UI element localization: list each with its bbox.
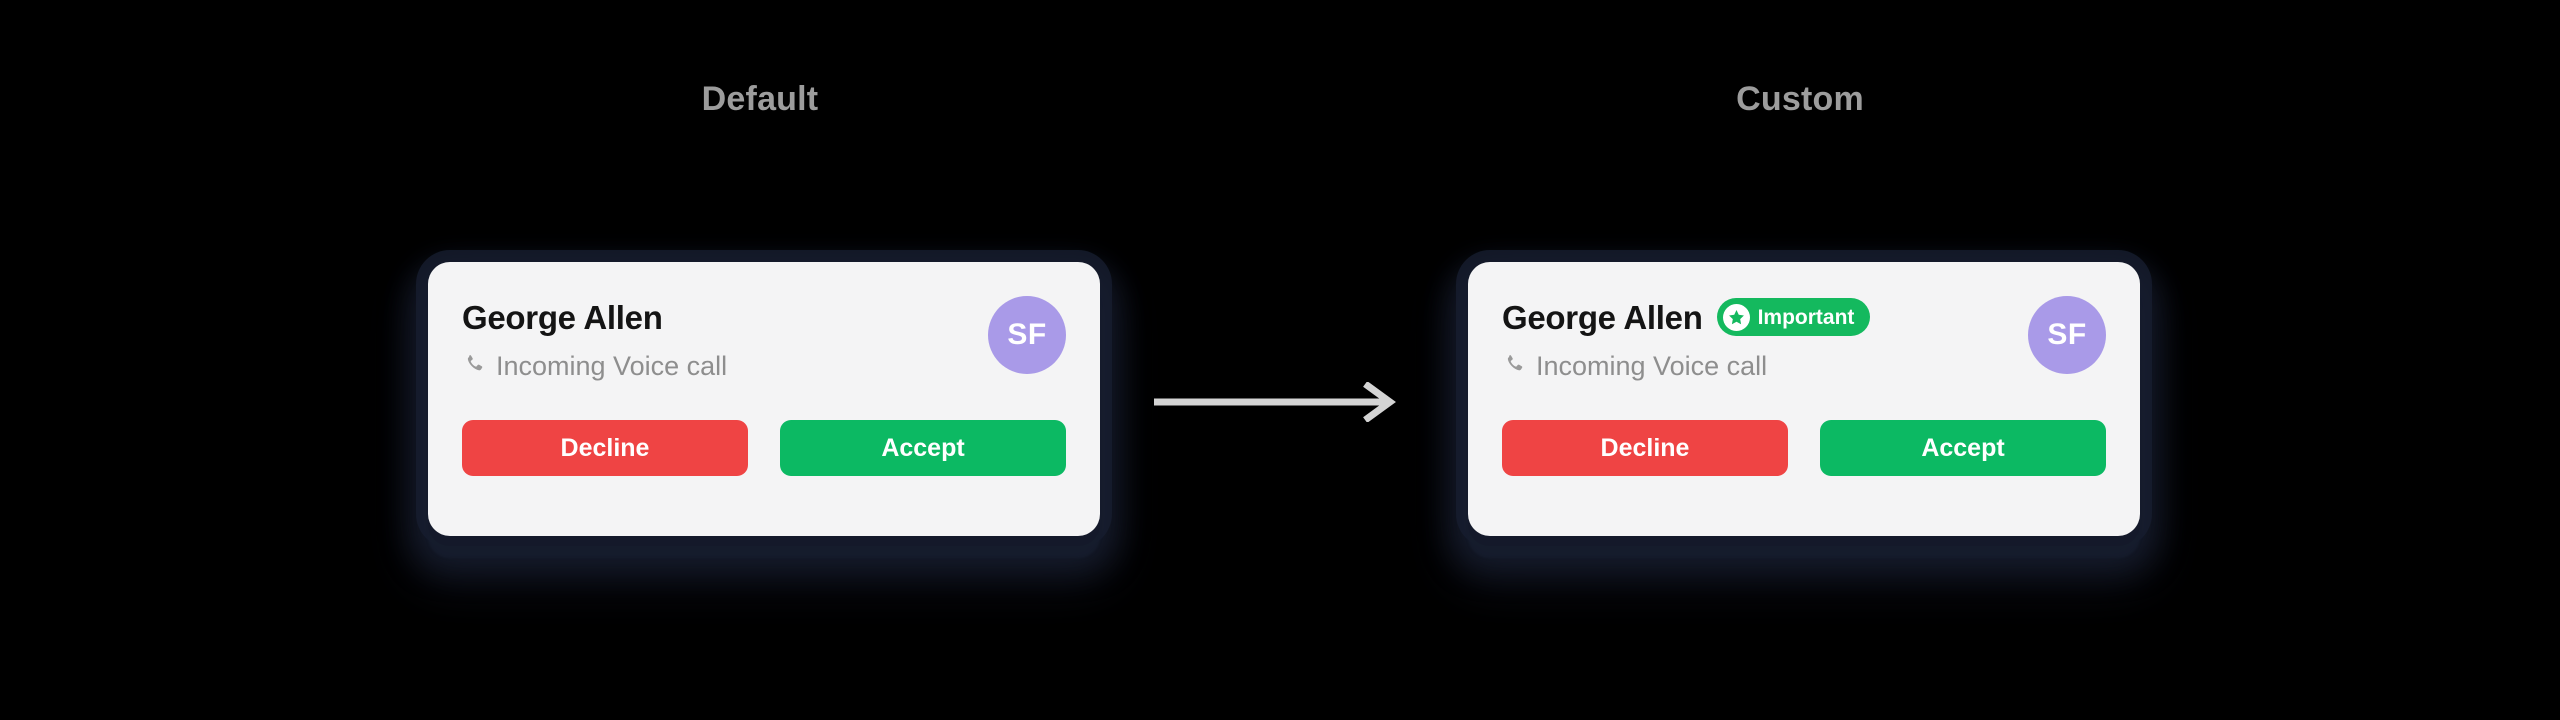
call-status-row-default: Incoming Voice call bbox=[462, 352, 727, 381]
star-icon bbox=[1722, 303, 1750, 331]
arrow-right-icon bbox=[1152, 381, 1402, 423]
caller-name: George Allen bbox=[1502, 298, 1703, 336]
phone-icon bbox=[1502, 352, 1526, 381]
avatar: SF bbox=[988, 296, 1066, 374]
caller-info-default: George Allen Incoming Voice call bbox=[462, 294, 727, 381]
column-title-default: Default bbox=[701, 80, 819, 118]
decline-button[interactable]: Decline bbox=[462, 420, 748, 476]
caller-name-row-custom: George Allen Important bbox=[1502, 296, 1871, 338]
call-status-text: Incoming Voice call bbox=[496, 351, 728, 381]
caller-info-custom: George Allen Important bbox=[1502, 294, 1871, 381]
card-actions-default: Decline Accept bbox=[462, 420, 1066, 476]
phone-icon bbox=[462, 352, 486, 381]
custom-card-wrapper: George Allen Important bbox=[1468, 262, 2140, 536]
avatar: SF bbox=[2028, 296, 2106, 374]
accept-button[interactable]: Accept bbox=[780, 420, 1066, 476]
default-card-wrapper: George Allen Incoming Voice call SF bbox=[428, 262, 1100, 536]
caller-name-row-default: George Allen bbox=[462, 296, 727, 338]
decline-button[interactable]: Decline bbox=[1502, 420, 1788, 476]
status-badge-important[interactable]: Important bbox=[1716, 298, 1871, 336]
card-header-custom: George Allen Important bbox=[1502, 294, 2106, 406]
call-status-row-custom: Incoming Voice call bbox=[1502, 352, 1870, 381]
column-title-custom: Custom bbox=[1736, 80, 1864, 118]
call-status-text: Incoming Voice call bbox=[1536, 351, 1768, 381]
card-actions-custom: Decline Accept bbox=[1502, 420, 2106, 476]
caller-name: George Allen bbox=[462, 298, 663, 336]
status-badge-label: Important bbox=[1757, 305, 1855, 329]
avatar-initials: SF bbox=[1007, 318, 1047, 351]
card-header-default: George Allen Incoming Voice call SF bbox=[462, 294, 1066, 406]
accept-button[interactable]: Accept bbox=[1820, 420, 2106, 476]
call-notification-card-custom[interactable]: George Allen Important bbox=[1468, 262, 2140, 536]
avatar-initials: SF bbox=[2047, 318, 2087, 351]
call-notification-card-default[interactable]: George Allen Incoming Voice call SF bbox=[428, 262, 1100, 536]
